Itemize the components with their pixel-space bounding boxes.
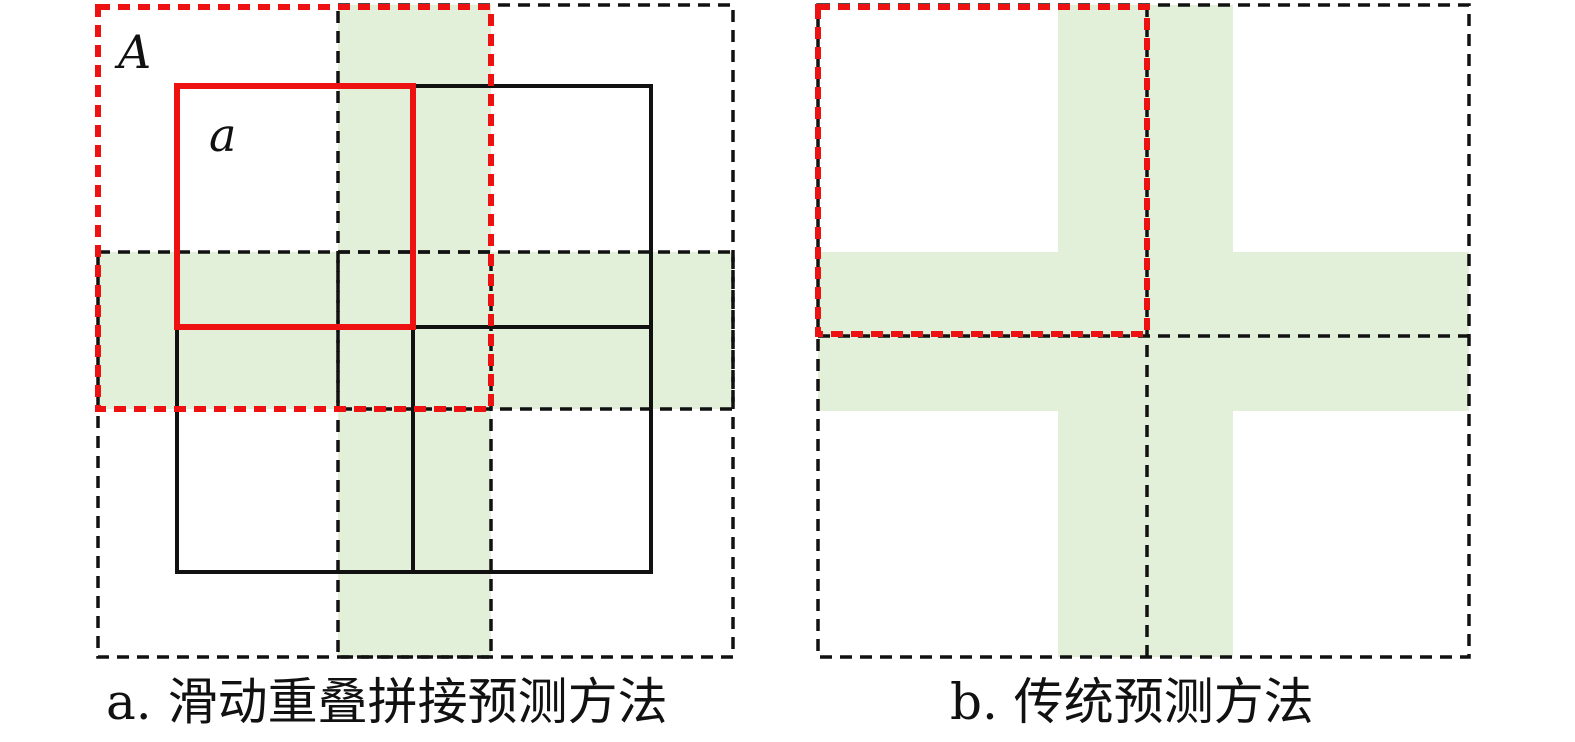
panel-b-diagram [815, 3, 1471, 659]
panel-b-tile-highlight [815, 4, 1150, 337]
panel-a-label-A: A [114, 25, 151, 79]
panel-a-caption: a. 滑动重叠拼接预测方法 [106, 673, 668, 731]
panel-a-cell-a-highlight [174, 83, 416, 330]
panel-a-label-a: a [209, 108, 236, 162]
panel-b-horizontal-band [818, 252, 1469, 411]
panel-a-tile-A-highlight [95, 4, 494, 412]
panel-a-diagram: A a [95, 3, 735, 659]
panel-b-caption: b. 传统预测方法 [950, 673, 1314, 731]
